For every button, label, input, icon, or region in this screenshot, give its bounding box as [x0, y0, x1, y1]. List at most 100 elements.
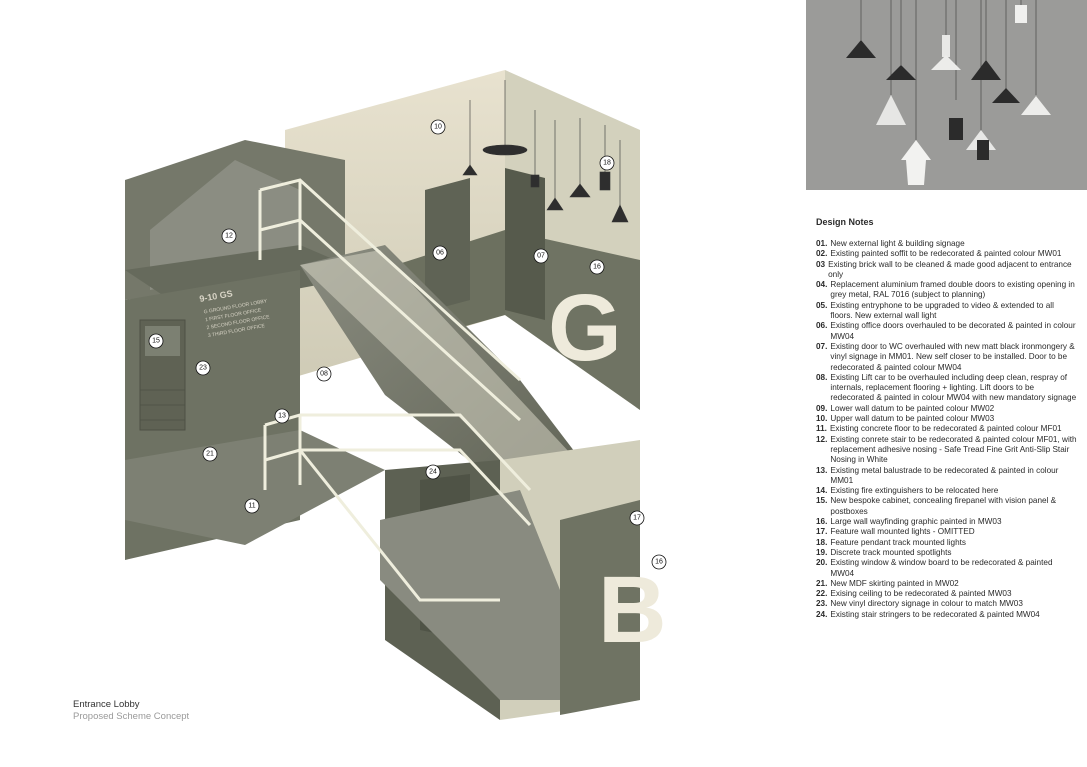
lower-right-datum — [560, 500, 640, 715]
balustrade-lower — [263, 413, 532, 602]
design-note-text: Existing office doors overhauled to be d… — [830, 321, 1076, 341]
design-note-item: 18.Feature pendant track mounted lights — [816, 538, 1078, 548]
design-note-text: Feature wall mounted lights - OMITTED — [830, 527, 975, 537]
design-notes: Design Notes 01.New external light & bui… — [816, 217, 1078, 620]
office-door — [425, 178, 470, 312]
caption-subtitle: Proposed Scheme Concept — [73, 711, 190, 722]
design-note-item: 07.Existing door to WC overhauled with n… — [816, 342, 1078, 373]
svg-text:16: 16 — [593, 264, 601, 271]
design-note-item: 19.Discrete track mounted spotlights — [816, 548, 1078, 558]
design-note-item: 16.Large wall wayfinding graphic painted… — [816, 517, 1078, 527]
wc-door — [505, 168, 545, 320]
design-note-number: 21. — [816, 578, 828, 588]
design-note-item: 23.New vinyl directory signage in colour… — [816, 599, 1078, 609]
svg-text:24: 24 — [429, 469, 437, 476]
design-note-item: 12.Existing conrete stair to be redecora… — [816, 435, 1078, 466]
callout-10: 10 — [430, 119, 446, 135]
callout-07: 07 — [533, 248, 549, 264]
design-note-item: 04.Replacement aluminium framed double d… — [816, 280, 1078, 301]
design-note-item: 21.New MDF skirting painted in MW02 — [816, 579, 1078, 589]
wayfinding-upper-letter: G — [548, 275, 622, 381]
svg-text:10: 10 — [434, 124, 442, 131]
callout-21: 21 — [202, 446, 218, 462]
callout-12: 12 — [221, 228, 237, 244]
callout-06: 06 — [432, 245, 448, 261]
design-note-number: 23. — [816, 599, 828, 609]
design-note-text: Upper wall datum to be painted colour MW… — [830, 414, 995, 424]
design-note-text: Existing brick wall to be cleaned & made… — [828, 259, 1072, 279]
design-note-text: Existing window & window board to be red… — [830, 558, 1053, 578]
design-note-text: Existing concrete floor to be redecorate… — [829, 424, 1062, 434]
callout-17: 17 — [629, 510, 645, 526]
callout-23: 23 — [195, 360, 211, 376]
callout-18: 18 — [599, 155, 615, 171]
design-note-text: Exising ceiling to be redecorated & pain… — [830, 589, 1012, 599]
design-note-text: Lower wall datum to be painted colour MW… — [830, 403, 995, 413]
design-note-item: 01.New external light & building signage — [816, 239, 1078, 249]
design-note-number: 11. — [816, 424, 827, 434]
design-note-item: 09.Lower wall datum to be painted colour… — [816, 404, 1078, 414]
design-note-text: New MDF skirting painted in MW02 — [830, 578, 959, 588]
design-note-number: 01. — [816, 239, 828, 248]
stair-axonometric: G B 9-10 GS G GROUND FLOOR LOBBY 1 FIRST… — [125, 70, 667, 720]
design-note-text: Replacement aluminium framed double door… — [830, 280, 1075, 300]
design-note-number: 06. — [816, 321, 828, 331]
design-note-number: 24. — [816, 609, 828, 619]
lower-stair-flight — [380, 490, 560, 700]
svg-text:15: 15 — [152, 338, 160, 345]
pendant-lights-photo — [806, 0, 1087, 190]
callout-08: 08 — [316, 366, 332, 382]
design-note-text: Existing painted soffit to be redecorate… — [830, 249, 1062, 259]
design-note-number: 13. — [816, 465, 828, 475]
callout-24: 24 — [425, 464, 441, 480]
design-notes-title: Design Notes — [816, 217, 874, 227]
design-note-number: 09. — [816, 403, 828, 413]
design-note-item: 02.Existing painted soffit to be redecor… — [816, 249, 1078, 259]
svg-text:18: 18 — [603, 160, 611, 167]
svg-text:16: 16 — [655, 559, 663, 566]
pendant-lights — [462, 80, 629, 223]
callout-markers: 10 18 12 06 07 16 15 23 08 13 21 24 11 1… — [148, 119, 667, 570]
svg-text:11: 11 — [248, 503, 255, 510]
design-note-number: 07. — [816, 341, 828, 351]
design-note-item: 13.Existing metal balustrade to be redec… — [816, 466, 1078, 487]
design-note-item: 11.Existing concrete floor to be redecor… — [816, 424, 1078, 434]
design-note-number: 08. — [816, 372, 828, 382]
callout-15: 15 — [148, 333, 164, 349]
svg-text:23: 23 — [199, 365, 207, 372]
design-note-text: Feature pendant track mounted lights — [830, 537, 967, 547]
design-note-text: Existing conrete stair to be redecorated… — [830, 434, 1077, 465]
design-note-text: Existing Lift car to be overhauled inclu… — [830, 372, 1077, 403]
design-note-text: New bespoke cabinet, concealing firepane… — [830, 496, 1057, 516]
callout-11: 11 — [244, 498, 260, 514]
design-note-text: Existing fire extinguishers to be reloca… — [830, 486, 999, 496]
design-note-item: 08.Existing Lift car to be overhauled in… — [816, 373, 1078, 404]
postboxes — [140, 389, 185, 421]
lower-floor — [125, 430, 385, 545]
design-note-number: 04. — [816, 280, 828, 290]
design-note-number: 12. — [816, 434, 828, 444]
design-notes-list: 01.New external light & building signage… — [816, 239, 1078, 620]
design-note-item: 06.Existing office doors overhauled to b… — [816, 321, 1078, 342]
design-note-item: 17.Feature wall mounted lights - OMITTED — [816, 527, 1078, 537]
design-note-text: Existing metal balustrade to be redecora… — [830, 465, 1059, 485]
design-note-text: New external light & building signage — [830, 239, 965, 248]
design-note-item: 22.Exising ceiling to be redecorated & p… — [816, 589, 1078, 599]
callout-16: 16 — [651, 554, 667, 570]
design-note-item: 05.Existing entryphone to be upgraded to… — [816, 301, 1078, 322]
design-note-text: Large wall wayfinding graphic painted in… — [830, 517, 1002, 527]
design-note-number: 05. — [816, 300, 828, 310]
stair-stringer — [300, 250, 600, 485]
callout-13: 13 — [274, 408, 290, 424]
drawing-caption: Entrance Lobby Proposed Scheme Concept — [73, 699, 189, 723]
svg-text:06: 06 — [436, 250, 444, 257]
design-note-number: 15. — [816, 496, 828, 506]
svg-text:07: 07 — [537, 253, 545, 260]
design-note-item: 15.New bespoke cabinet, concealing firep… — [816, 496, 1078, 517]
balustrade-upper — [258, 178, 522, 422]
design-note-text: Existing stair stringers to be redecorat… — [830, 609, 1040, 619]
design-note-text: Existing door to WC overhauled with new … — [830, 341, 1075, 372]
design-note-number: 10. — [816, 414, 828, 424]
design-note-item: 10.Upper wall datum to be painted colour… — [816, 414, 1078, 424]
